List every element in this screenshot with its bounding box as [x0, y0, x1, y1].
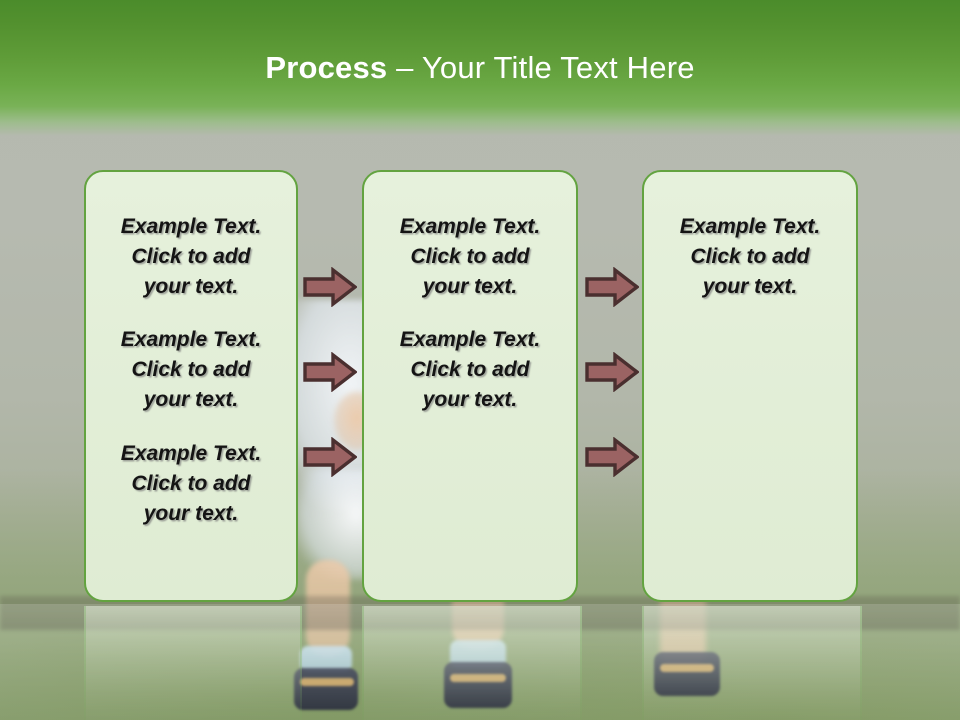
process-box-2-paragraph-2[interactable]: Example Text. Click to add your text.: [399, 328, 541, 412]
page-title-rest: – Your Title Text Here: [387, 50, 695, 85]
process-box-2-paragraph-1[interactable]: Example Text. Click to add your text.: [399, 215, 541, 298]
right-arrow-icon: [585, 437, 639, 477]
background-photo-sock-left: [300, 646, 352, 672]
arrow-connector-2-top[interactable]: [585, 267, 639, 307]
process-box-3-paragraph-1[interactable]: Example Text. Click to add your text.: [679, 215, 821, 298]
background-photo-sandal-far: [654, 652, 720, 696]
arrow-connector-1-top[interactable]: [303, 267, 357, 307]
right-arrow-icon: [303, 352, 357, 392]
arrow-connector-2-middle[interactable]: [585, 352, 639, 392]
right-arrow-icon: [303, 437, 357, 477]
page-title-strong: Process: [265, 50, 388, 85]
background-photo-sandal-right: [444, 662, 512, 708]
process-box-1-paragraph-3[interactable]: Example Text. Click to add your text.: [120, 441, 262, 525]
background-photo-sandal-left: [294, 668, 358, 710]
right-arrow-icon: [303, 267, 357, 307]
process-box-1-paragraph-2[interactable]: Example Text. Click to add your text.: [120, 328, 262, 412]
right-arrow-icon: [585, 267, 639, 307]
title-bar: [0, 0, 960, 136]
arrow-connector-1-middle[interactable]: [303, 352, 357, 392]
page-title: Process – Your Title Text Here: [0, 52, 960, 83]
right-arrow-icon: [585, 352, 639, 392]
background-photo-leg-left: [306, 560, 350, 656]
process-box-1-paragraph-1[interactable]: Example Text. Click to add your text.: [120, 215, 262, 298]
process-box-3[interactable]: Example Text. Click to add your text.: [642, 170, 858, 602]
background-photo-strap-left: [300, 678, 354, 686]
background-photo-strap-right: [450, 674, 506, 682]
process-box-1[interactable]: Example Text. Click to add your text. Ex…: [84, 170, 298, 602]
arrow-connector-2-bottom[interactable]: [585, 437, 639, 477]
arrow-connector-1-bottom[interactable]: [303, 437, 357, 477]
background-photo-strap-far: [660, 664, 714, 672]
process-box-2[interactable]: Example Text. Click to add your text. Ex…: [362, 170, 578, 602]
